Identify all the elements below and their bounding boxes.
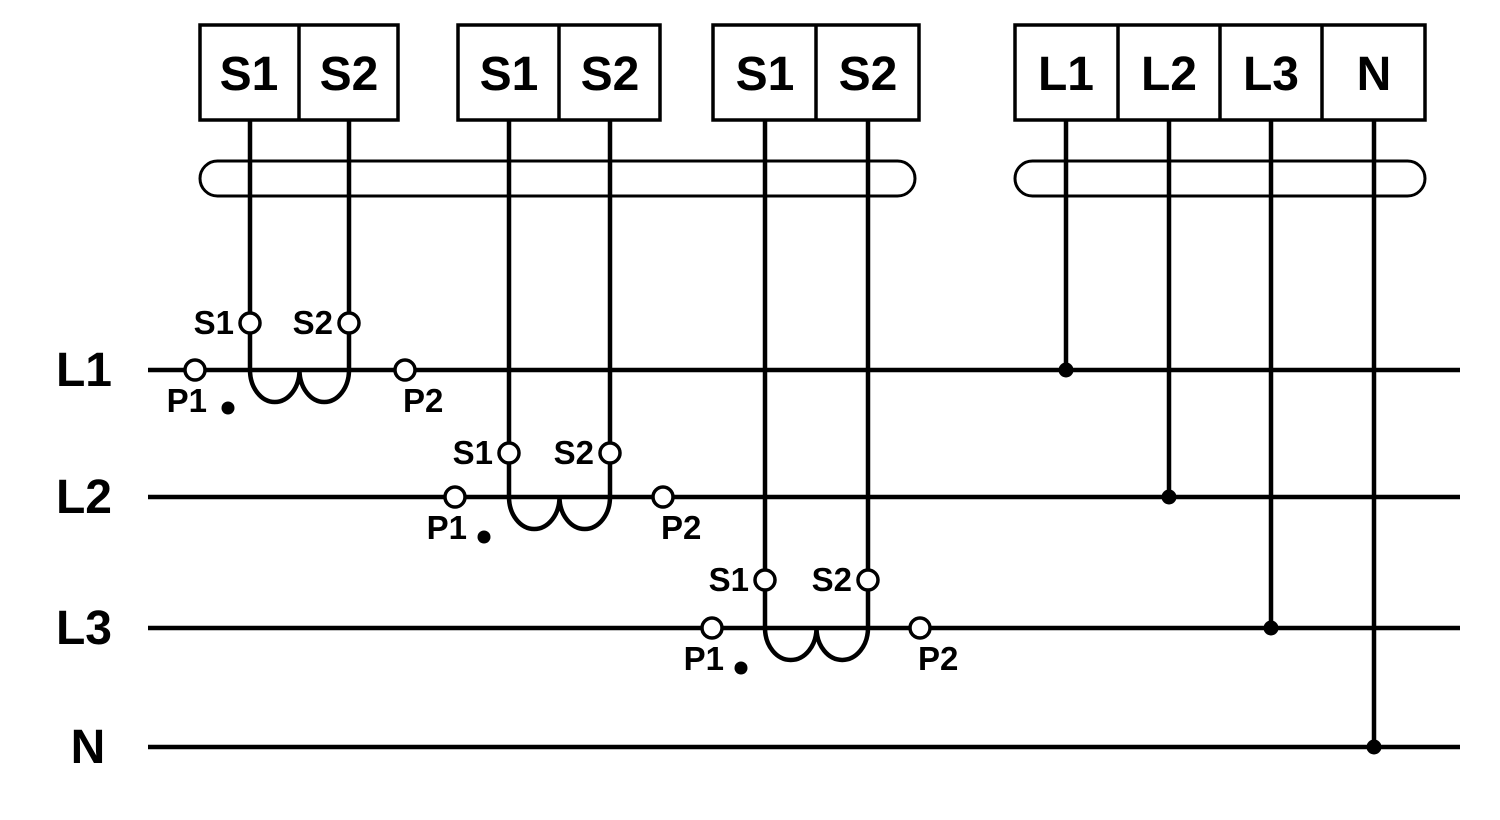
current-transformer-l1: S1 S2 P1 P2 [167,304,444,419]
ct3-s1-terminal-circle [753,568,777,592]
terminal-block-ct2: S1 S2 [456,23,662,122]
terminal-cell-label: S1 [220,48,279,101]
junction-dot-n [1366,739,1382,755]
ct3-winding-arcs [762,627,871,663]
terminal-cell-label: S1 [480,48,539,101]
terminal-cell-label: S2 [320,48,379,101]
ct2-s1-label: S1 [453,434,493,471]
ct3-polarity-dot [734,661,748,675]
ct2-winding-arcs [506,496,613,532]
ct3-p1-label: P1 [684,640,724,677]
junction-dot-l2 [1161,489,1177,505]
ct2-s2-label: S2 [554,434,594,471]
current-transformer-l2: S1 S2 P1 P2 [427,434,702,546]
phase-label-l3: L3 [56,602,112,655]
ct1-p1-terminal-circle [183,358,207,382]
ct1-p2-label: P2 [403,382,443,419]
ct2-polarity-dot [477,530,491,544]
terminal-cell-label: N [1357,48,1392,101]
ct2-s2-terminal-circle [598,441,622,465]
junction-dot-l3 [1263,620,1279,636]
ct1-s2-label: S2 [293,304,333,341]
ct3-p2-terminal-circle [908,616,932,640]
terminal-block-voltage: L1 L2 L3 N [1013,23,1427,122]
phase-label-l2: L2 [56,471,112,524]
ct1-s2-terminal-circle [337,311,361,335]
ct2-p2-terminal-circle [651,485,675,509]
phase-label-l1: L1 [56,344,112,397]
terminal-cell-label: S2 [839,48,898,101]
terminal-cell-label: L1 [1038,48,1094,101]
ct2-p1-terminal-circle [443,485,467,509]
phase-label-n: N [71,721,106,774]
ct2-p2-label: P2 [661,509,701,546]
ct1-s1-label: S1 [194,304,234,341]
terminal-cell-label: L2 [1141,48,1197,101]
ct1-s1-terminal-circle [238,311,262,335]
cable-sleeve-voltage-side [1013,159,1427,198]
current-transformer-l3: S1 S2 P1 P2 [684,561,959,677]
ct1-winding-arcs [247,369,352,405]
ct3-p1-terminal-circle [700,616,724,640]
ct2-p1-label: P1 [427,509,467,546]
ct1-polarity-dot [221,401,235,415]
ct3-p2-label: P2 [918,640,958,677]
ct3-s2-terminal-circle [856,568,880,592]
terminal-cell-label: L3 [1243,48,1299,101]
ct1-p2-terminal-circle [393,358,417,382]
junction-dot-l1 [1058,362,1074,378]
ct3-s2-label: S2 [812,561,852,598]
terminal-block-ct3: S1 S2 [711,23,921,122]
terminal-block-ct1: S1 S2 [198,23,400,122]
ct2-s1-terminal-circle [497,441,521,465]
ct1-p1-label: P1 [167,382,207,419]
terminal-cell-label: S1 [736,48,795,101]
cable-sleeve-ct-side [198,159,917,198]
terminal-cell-label: S2 [581,48,640,101]
ct3-s1-label: S1 [709,561,749,598]
